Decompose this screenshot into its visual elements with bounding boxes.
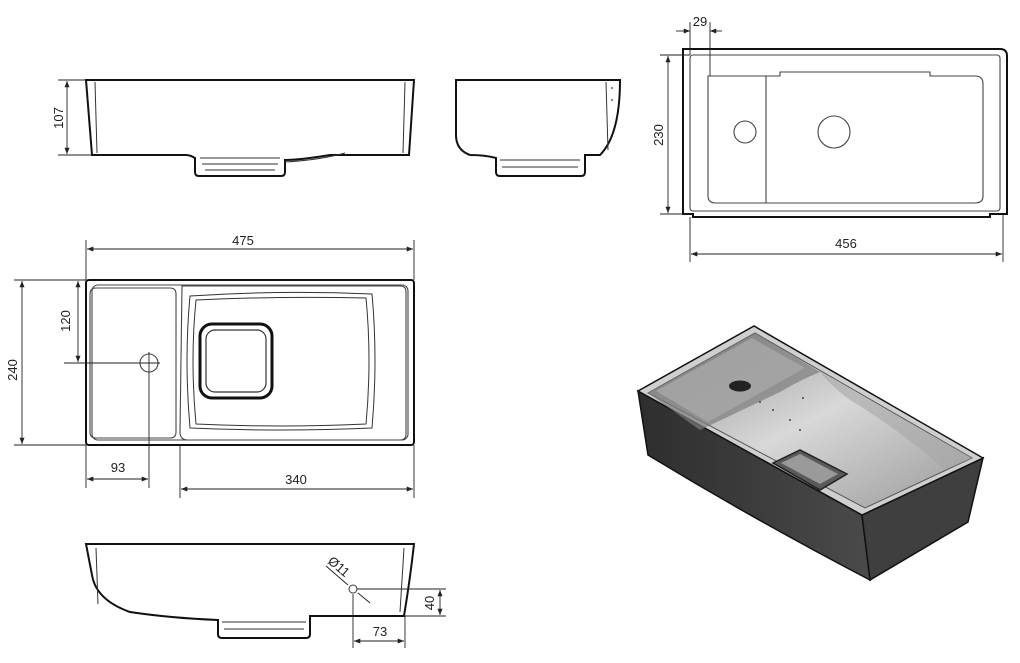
dimension-hole-from-side: 93 [85,352,150,488]
bowl-width-label: 340 [285,472,307,487]
plan-view [85,279,415,446]
dimension-top-depth: 230 [651,54,690,215]
dimension-top-width: 456 [689,214,1004,262]
plan-depth-label: 240 [5,359,20,381]
top-offset-label: 29 [693,14,707,29]
hole-side-offset-label: 73 [373,624,387,639]
dimension-plan-depth: 240 [5,279,86,446]
dimension-plan-width: 475 [85,233,415,280]
hole-height-label: 40 [422,596,437,610]
top-width-label: 456 [835,236,857,251]
side-view [455,79,622,177]
rear-view [84,543,416,639]
dimension-hole-from-back: 120 [58,281,160,364]
plan-width-label: 475 [232,233,254,248]
dimension-hole-height: 40 [357,588,446,617]
dimension-top-offset: 29 [676,14,722,76]
hole-from-back-label: 120 [58,310,73,332]
dimension-hole-side-offset: 73 [352,594,406,648]
isometric-render [636,325,985,582]
side-height-label: 107 [51,107,66,129]
top-view [682,48,1008,218]
dimension-side-height: 107 [51,79,92,156]
front-view [84,79,416,177]
dimension-bowl-width: 340 [179,445,415,498]
hole-from-side-label: 93 [111,460,125,475]
top-depth-label: 230 [651,124,666,146]
